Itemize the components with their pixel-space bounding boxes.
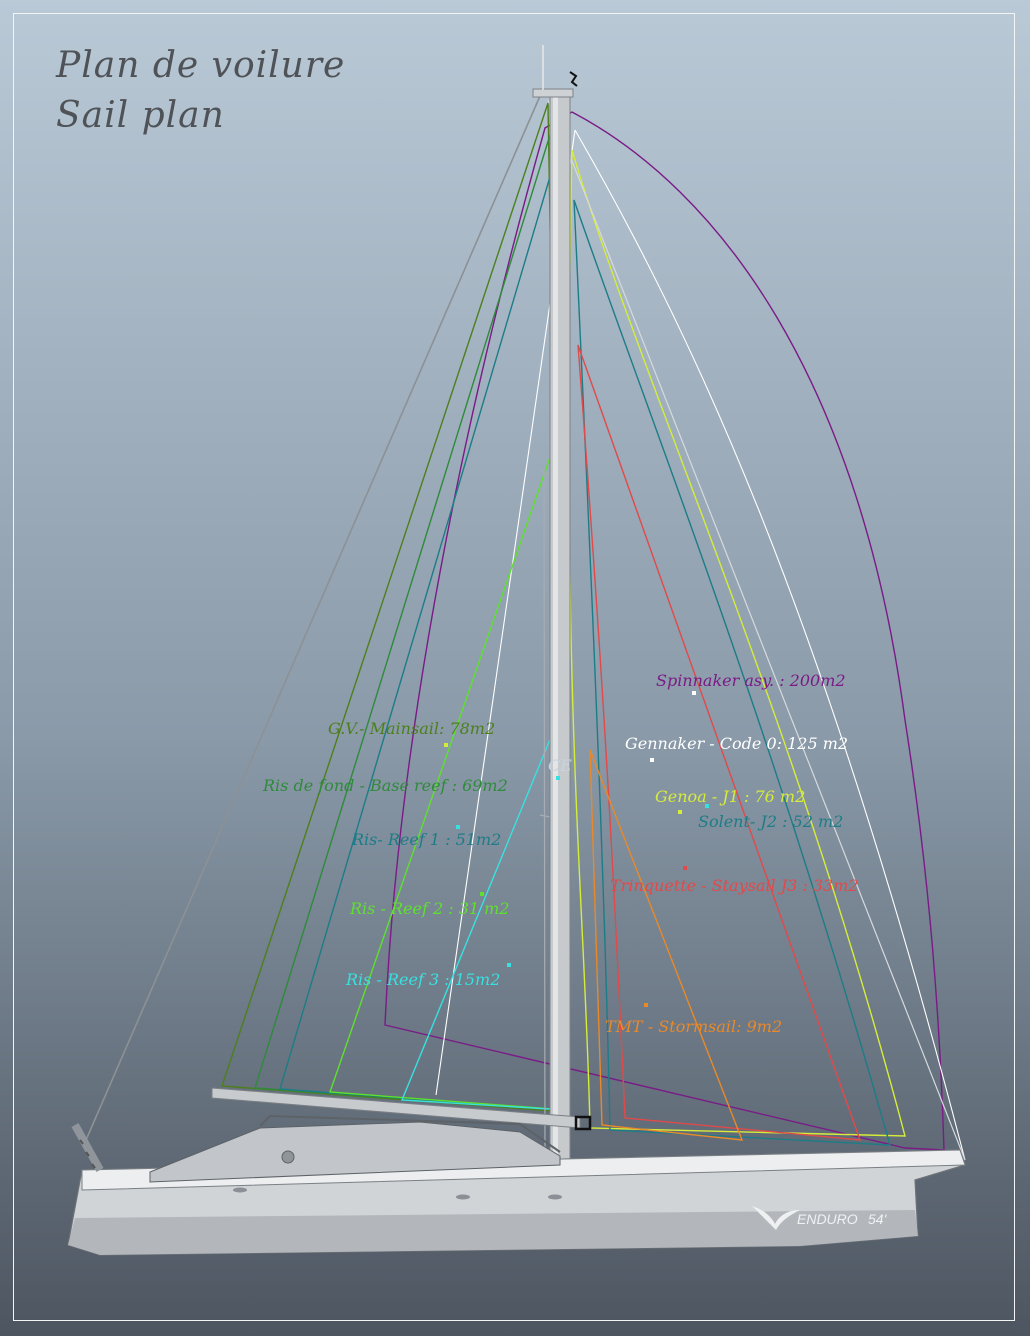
sail-label-trinquette: Trinquette - Staysail J3 : 33m2 (610, 876, 859, 895)
sail-centroids (444, 691, 709, 1007)
sail-label-spinnaker: Spinnaker asy. : 200m2 (656, 671, 846, 690)
sail-label-genoa: Genoa - J1 : 76 m2 (655, 787, 805, 806)
staysail-outline (577, 344, 862, 1141)
title-english: Sail plan (56, 95, 225, 136)
sail-label-basereef: Ris de fond - Base reef : 69m2 (262, 776, 508, 795)
rigging (85, 95, 966, 1161)
page-frame (13, 13, 1015, 1321)
sail-label-gennaker: Gennaker - Code 0: 125 m2 (625, 734, 848, 753)
gennaker-outline (435, 129, 966, 1161)
center-of-effort-label: CE (548, 756, 572, 775)
sail-label-reef2: Ris - Reef 2 : 31 m2 (349, 899, 509, 918)
stormsail-outline (589, 749, 744, 1141)
reef2-outline (329, 439, 566, 1111)
sail-label-reef3: Ris - Reef 3 : 15m2 (345, 970, 500, 989)
sail-label-tmt: TMT - Stormsail: 9m2 (605, 1017, 782, 1036)
sail-outlines (221, 102, 966, 1161)
sail-label-solent: Solent- J2 : 52 m2 (698, 812, 843, 831)
spinnaker-outline (384, 111, 945, 1151)
mast (532, 45, 578, 1166)
enduro-logo-icon (752, 1206, 800, 1230)
logo-name: ENDURO (797, 1211, 858, 1227)
boom (211, 1087, 592, 1131)
sail-label-mainsail: G.V.- Mainsail: 78m2 (328, 719, 495, 738)
solent-outline (573, 199, 891, 1146)
sail-label-reef1: Ris- Reef 1 : 51m2 (351, 830, 501, 849)
hull (67, 1114, 966, 1256)
logo-model: 54' (868, 1211, 888, 1227)
title-french: Plan de voilure (56, 45, 346, 86)
reef1-outline (279, 169, 566, 1111)
